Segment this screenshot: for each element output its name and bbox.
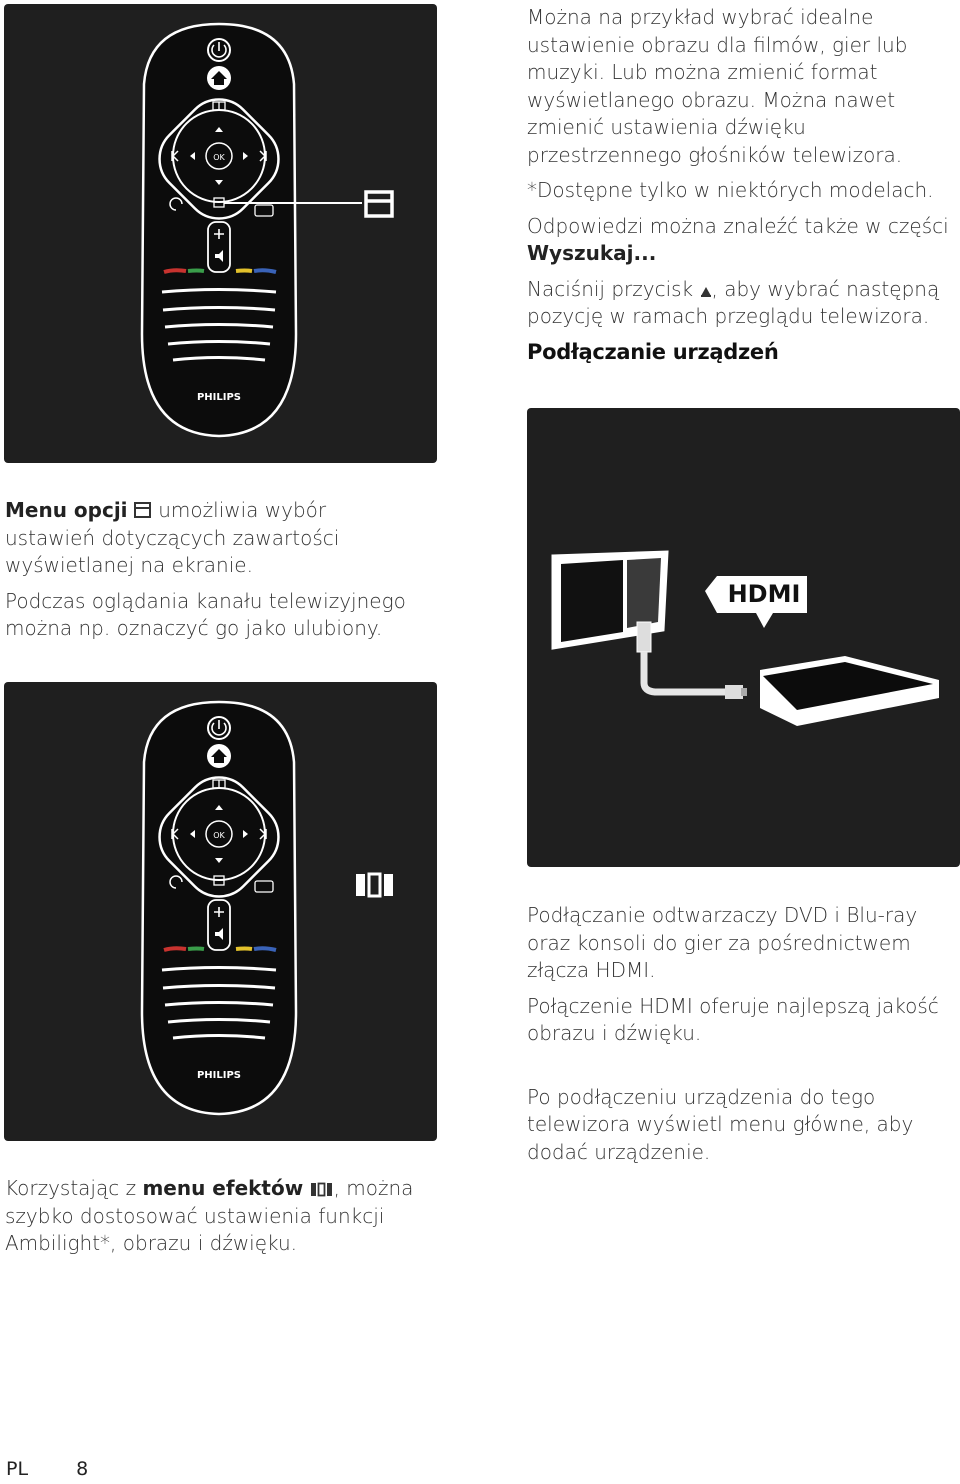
hdmi-illustration-panel: HDMI xyxy=(527,408,960,867)
section-heading-connect: Podłączanie urządzeń xyxy=(527,339,779,364)
page-footer: PL 8 xyxy=(6,1458,88,1480)
footnote-models: *Dostępne tylko w niektórych modelach. xyxy=(527,178,934,202)
remote-illustration-2: OK PHILIPS xyxy=(140,700,393,1116)
hdmi-callout: HDMI xyxy=(705,576,807,628)
options-menu-text: Menu opcji umożliwia wybór ustawień doty… xyxy=(5,497,415,651)
effects-description: Korzystając z menu efektów , można szybk… xyxy=(5,1176,414,1255)
hdmi-connection-illustration: HDMI xyxy=(551,550,939,726)
language-code: PL xyxy=(6,1458,29,1480)
ok-label-2: OK xyxy=(213,831,225,840)
hdmi-paragraph-2: Połączenie HDMI oferuje najlepszą jakość… xyxy=(527,993,939,1046)
remote-brand-2: PHILIPS xyxy=(197,1070,241,1081)
options-inline-icon xyxy=(133,502,151,518)
search-link[interactable]: Wyszukaj... xyxy=(527,241,657,265)
favourite-example: Podczas oglądania kanału telewizyjnego m… xyxy=(5,588,406,641)
remote-panel-options: OK PHILIPS xyxy=(4,4,437,463)
hdmi-paragraph-3: Po podłączeniu urządzenia do tego telewi… xyxy=(527,1084,914,1164)
options-icon xyxy=(364,190,394,218)
remote-illustration: OK PHILIPS xyxy=(140,22,394,438)
options-description: Menu opcji umożliwia wybór ustawień doty… xyxy=(5,498,340,577)
effects-menu-text: Korzystając z menu efektów , można szybk… xyxy=(5,1175,415,1266)
hdmi-text-block: Podłączanie odtwarzaczy DVD i Blu-ray or… xyxy=(527,902,957,1174)
page-number: 8 xyxy=(76,1458,89,1480)
browse-icon xyxy=(700,286,711,297)
next-item-hint: Naciśnij przycisk , aby wybrać następną … xyxy=(527,276,940,329)
effects-icon xyxy=(356,872,393,898)
set-top-box xyxy=(760,656,939,726)
hdmi-callout-label: HDMI xyxy=(728,580,801,608)
hdmi-cable xyxy=(636,621,747,699)
remote-brand: PHILIPS xyxy=(197,392,241,403)
intro-paragraph: Można na przykład wybrać idealne ustawie… xyxy=(527,5,908,167)
hdmi-paragraph-1: Podłączanie odtwarzaczy DVD i Blu-ray or… xyxy=(527,903,918,982)
ok-label: OK xyxy=(213,153,225,162)
effects-inline-icon xyxy=(310,1182,332,1197)
search-hint: Odpowiedzi można znaleźć także w części … xyxy=(527,213,949,266)
intro-text-block: Można na przykład wybrać idealne ustawie… xyxy=(527,4,957,374)
remote-panel-effects: OK PHILIPS xyxy=(4,682,437,1141)
